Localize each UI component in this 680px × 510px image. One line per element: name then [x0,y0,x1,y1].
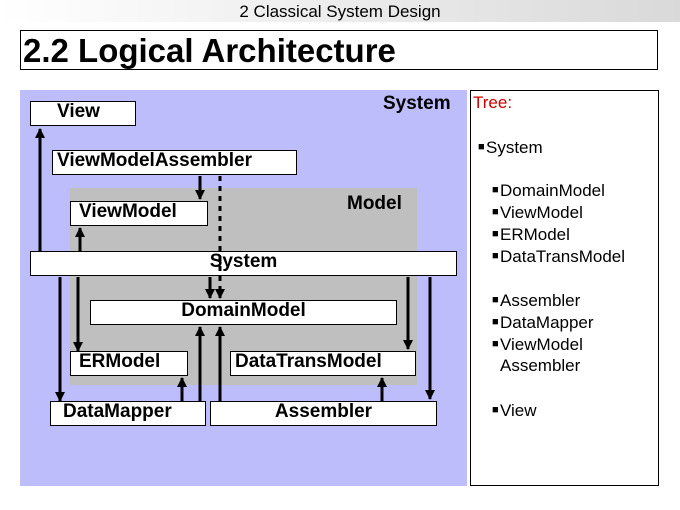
tree-item-label: ERModel [500,225,570,244]
bullet-icon: ■ [492,338,499,350]
tree-item-system: ■System [478,137,656,158]
tree-item-label: DataMapper [500,313,594,332]
bullet-icon: ■ [478,141,485,153]
tree-panel: Tree: ■System ■DomainModel ■ViewModel ■E… [470,90,659,486]
tree-item-datatransmodel: ■DataTransModel [492,246,670,267]
tree-item-viewmodel: ■ViewModel [492,202,670,223]
ermodel-box: ERModel [70,351,188,376]
tree-item-label: DomainModel [500,181,605,200]
bullet-icon: ■ [492,228,499,240]
tree-item-view: ■View [492,400,670,421]
model-area-label: Model [347,193,402,214]
datatransmodel-box: DataTransModel [230,351,416,376]
tree-item-label: DataTransModel [500,247,626,266]
datamapper-box: DataMapper [50,401,206,426]
tree-item-label: View [500,401,537,420]
view-box: View [30,101,136,126]
tree-item-label: Assembler [500,291,581,310]
bullet-icon: ■ [492,184,499,196]
bullet-icon: ■ [492,316,499,328]
tree-item-label: ViewModel [500,203,583,222]
slide-title: 2.2 Logical Architecture [20,30,658,70]
system-area-label: System [383,93,451,114]
tree-item-label: System [486,138,543,157]
system-bar: System [30,251,457,276]
bullet-icon: ■ [492,294,499,306]
tree-item-ermodel: ■ERModel [492,224,670,245]
domainmodel-box: DomainModel [90,300,397,325]
tree-item-label-cont: Assembler [500,356,581,375]
bullet-icon: ■ [492,250,499,262]
header-bar [0,0,680,22]
assembler-box: Assembler [210,401,437,426]
bullet-icon: ■ [492,206,499,218]
viewmodel-assembler-box: ViewModelAssembler [52,150,297,175]
tree-title: Tree: [473,93,513,112]
tree-item-label: ViewModel [500,335,583,354]
bullet-icon: ■ [492,404,499,416]
header-title: 2 Classical System Design [239,2,441,21]
tree-item-datamapper: ■DataMapper [492,312,670,333]
viewmodel-box: ViewModel [70,201,208,226]
tree-item-domainmodel: ■DomainModel [492,180,670,201]
tree-item-assembler: ■Assembler [492,290,670,311]
